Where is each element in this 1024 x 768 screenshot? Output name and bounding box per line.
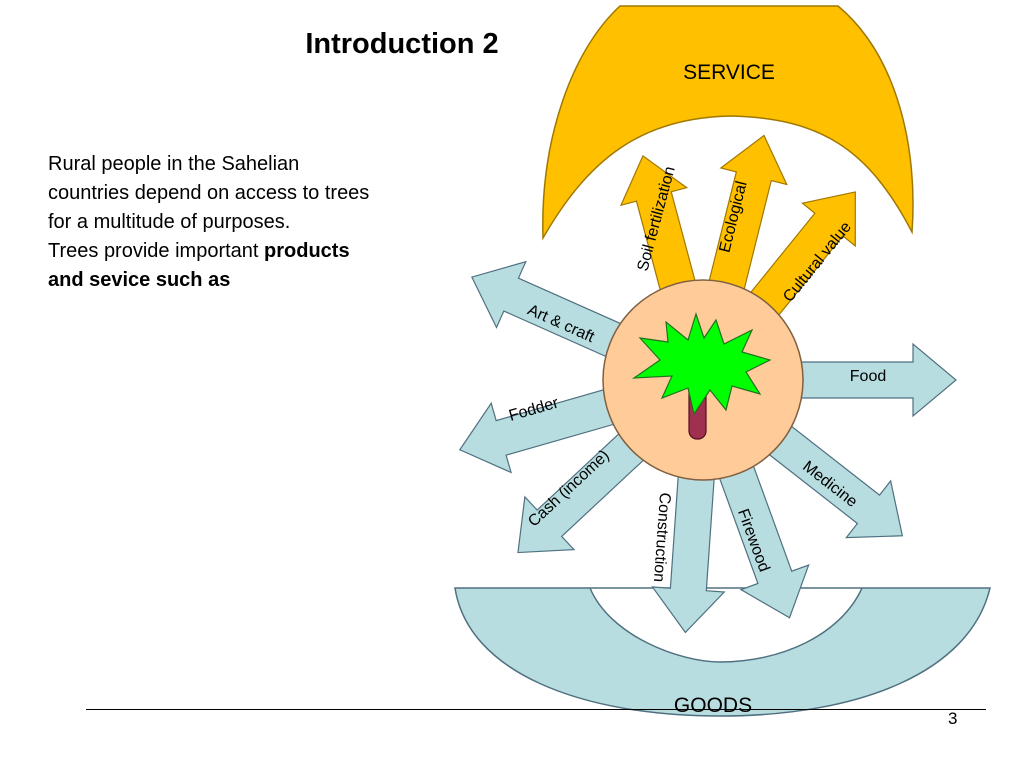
body-line-5-bold: and sevice such as bbox=[48, 269, 231, 291]
body-line-5: and sevice such as bbox=[48, 266, 488, 295]
body-line-2: countries depend on access to trees bbox=[48, 182, 370, 204]
body-line-4-bold: products bbox=[264, 240, 350, 262]
body-line-4: Trees provide important products bbox=[48, 237, 488, 266]
goods-crescent bbox=[454, 587, 991, 717]
slide-title: Introduction 2 bbox=[305, 28, 499, 60]
goods-label: GOODS bbox=[674, 694, 752, 717]
body-line-3: for a multitude of purposes. bbox=[48, 211, 291, 233]
footer-rule bbox=[86, 709, 986, 710]
arrow-label-food: Food bbox=[850, 368, 886, 385]
body-line-4-prefix: Trees provide important bbox=[48, 240, 265, 262]
service-label: SERVICE bbox=[683, 61, 775, 84]
service-crescent bbox=[542, 5, 914, 241]
body-line-1: Rural people in the Sahelian bbox=[48, 153, 300, 175]
arrow-label-construction: Construction bbox=[650, 492, 673, 583]
tree-crown-icon bbox=[631, 312, 772, 416]
page-number: 3 bbox=[948, 709, 958, 728]
body-text: Rural people in the Sahelian countries d… bbox=[48, 150, 488, 295]
